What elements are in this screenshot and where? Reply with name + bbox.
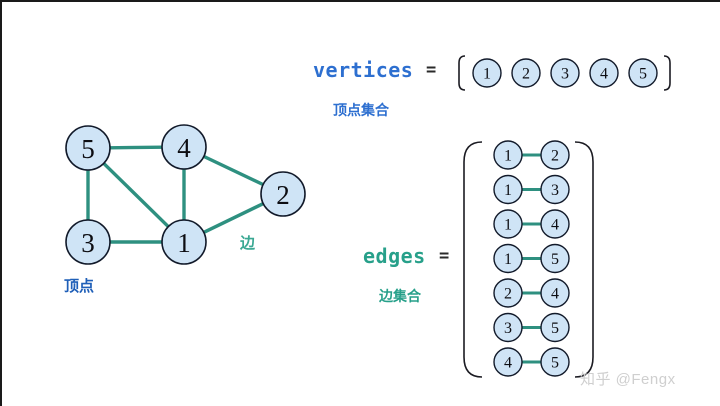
edges-row-right-circle bbox=[540, 209, 570, 239]
edges-row-left-label: 1 bbox=[504, 148, 512, 165]
edges-row-right-circle bbox=[540, 278, 570, 308]
edges-row-left-circle bbox=[493, 140, 523, 170]
edge-annotation-label: 边 bbox=[240, 235, 256, 252]
vertices-close-bracket bbox=[663, 55, 671, 91]
edges-equals-sign: = bbox=[439, 246, 450, 266]
graph-node-label: 5 bbox=[81, 134, 95, 164]
edges-row-left-label: 1 bbox=[504, 251, 512, 268]
vertices-open-bracket bbox=[458, 55, 466, 91]
graph-node-circle bbox=[65, 125, 111, 171]
graph-edge-1-2 bbox=[202, 201, 265, 235]
edges-row-left-circle bbox=[493, 312, 523, 343]
edges-row-right-circle bbox=[540, 347, 570, 377]
graph-edge-5-1 bbox=[101, 161, 171, 229]
graph-edge-4-2 bbox=[202, 154, 265, 187]
graph-node-label: 2 bbox=[276, 180, 290, 210]
edges-row-right-circle bbox=[540, 174, 570, 205]
edges-row-left-circle bbox=[493, 347, 523, 377]
edges-row-right-label: 5 bbox=[551, 355, 559, 372]
graph-node-4[interactable]: 4 bbox=[161, 124, 207, 170]
edges-row-right-label: 5 bbox=[551, 251, 559, 268]
edges-keyword: edges bbox=[363, 244, 426, 268]
edges-row-right-label: 2 bbox=[551, 148, 559, 165]
edges-row-left-label: 1 bbox=[504, 182, 512, 199]
edges-row-left-circle bbox=[493, 174, 523, 205]
vertices-item-circle bbox=[550, 58, 580, 88]
vertices-list-nodes: 1 2 3 4 5 bbox=[472, 58, 658, 88]
vertices-item-label: 1 bbox=[483, 66, 491, 83]
vertex-annotation-label: 顶点 bbox=[64, 278, 95, 295]
graph-edge-lines bbox=[86, 145, 265, 244]
edges-row-right-label: 3 bbox=[551, 182, 559, 199]
edges-row-right-circle bbox=[540, 312, 570, 343]
graph-node-circles: 5 4 2 3 1 bbox=[65, 124, 306, 265]
vertices-item-circle bbox=[511, 58, 541, 88]
graph-node-5[interactable]: 5 bbox=[65, 125, 111, 171]
vertices-item-label: 4 bbox=[600, 66, 608, 83]
edges-row-right-circle bbox=[540, 140, 570, 170]
graph-node-label: 1 bbox=[177, 228, 191, 258]
edges-open-bracket bbox=[463, 141, 483, 378]
edges-row-left-label: 1 bbox=[504, 217, 512, 234]
edges-row-right-label: 5 bbox=[551, 320, 559, 337]
graph-node-2[interactable]: 2 bbox=[260, 171, 306, 217]
graph-edge-5-4 bbox=[108, 145, 164, 150]
vertices-item-3[interactable]: 3 bbox=[550, 58, 580, 88]
graph-node-circle bbox=[161, 124, 207, 170]
vertices-item-5[interactable]: 5 bbox=[628, 58, 658, 88]
vertices-item-1[interactable]: 1 bbox=[472, 58, 502, 88]
edges-row-right-label: 4 bbox=[551, 286, 559, 303]
edges-row-right-circle bbox=[540, 243, 570, 274]
vertices-item-circle bbox=[628, 58, 658, 88]
edges-caption-cn: 边集合 bbox=[379, 288, 421, 304]
edges-row-left-label: 2 bbox=[504, 286, 512, 303]
vertices-item-label: 2 bbox=[522, 66, 530, 83]
edges-row-left-label: 4 bbox=[504, 355, 512, 372]
vertices-caption-cn: 顶点集合 bbox=[333, 102, 389, 118]
edges-row-right-label: 4 bbox=[551, 217, 559, 234]
graph-node-label: 4 bbox=[177, 133, 191, 163]
graph-node-circle bbox=[65, 219, 111, 265]
vertices-item-label: 5 bbox=[639, 66, 647, 83]
vertices-item-2[interactable]: 2 bbox=[511, 58, 541, 88]
graph-node-label: 3 bbox=[81, 228, 95, 258]
edges-row-left-circle bbox=[493, 243, 523, 274]
graph-node-1[interactable]: 1 bbox=[161, 219, 207, 265]
vertices-equals-sign: = bbox=[426, 60, 437, 80]
graph-node-3[interactable]: 3 bbox=[65, 219, 111, 265]
vertices-keyword: vertices bbox=[313, 58, 414, 82]
vertices-item-circle bbox=[472, 58, 502, 88]
edges-close-bracket bbox=[574, 141, 594, 378]
edges-row-left-label: 3 bbox=[504, 320, 512, 337]
edges-row-left-circle bbox=[493, 278, 523, 308]
watermark-text: 知乎 @Fengx bbox=[580, 371, 676, 388]
graph-node-circle bbox=[260, 171, 306, 217]
vertices-item-label: 3 bbox=[561, 66, 569, 83]
edges-row-left-circle bbox=[493, 209, 523, 239]
vertices-item-4[interactable]: 4 bbox=[589, 58, 619, 88]
vertices-item-circle bbox=[589, 58, 619, 88]
graph-node-circle bbox=[161, 219, 207, 265]
